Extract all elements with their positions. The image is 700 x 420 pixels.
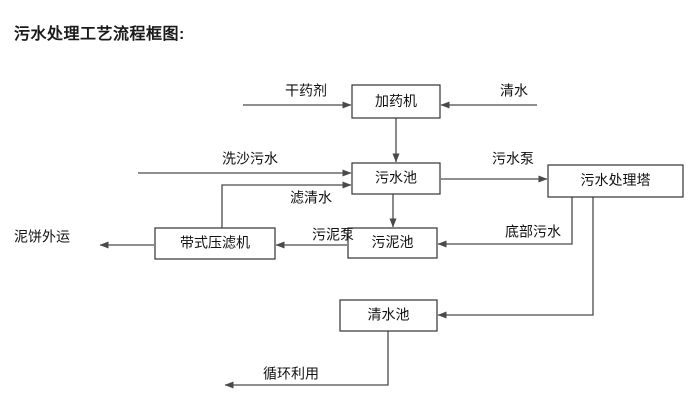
label-sewage-pump: 污水泵 (492, 151, 534, 167)
label-bottom-sewage: 底部污水 (505, 224, 561, 240)
node-belt-filter-press[interactable]: 带式压滤机 (154, 227, 276, 260)
node-sewage-pool[interactable]: 污水池 (351, 162, 441, 195)
node-sludge-pool-label: 污泥池 (372, 234, 414, 250)
node-sludge-pool[interactable]: 污泥池 (347, 227, 438, 259)
node-sewage-pool-label: 污水池 (375, 170, 417, 186)
label-filtrate-clear-water: 滤清水 (290, 190, 332, 206)
label-mud-cake-transport-out: 泥饼外运 (14, 229, 70, 245)
edge-tower-to-sludge-pool (437, 197, 573, 248)
label-wash-sand-sewage: 洗沙污水 (222, 151, 278, 167)
node-clear-water-pool[interactable]: 清水池 (339, 299, 438, 332)
page-title: 污水处理工艺流程框图: (14, 26, 185, 43)
node-clear-water-pool-label: 清水池 (368, 307, 410, 323)
node-dosing-machine-label: 加药机 (375, 93, 417, 109)
edge-tower-to-clear-pool (437, 197, 594, 319)
node-belt-filter-press-label: 带式压滤机 (180, 235, 250, 251)
edge-filter-to-sewage-pool (221, 181, 352, 228)
node-sewage-treatment-tower-label: 污水处理塔 (581, 172, 651, 188)
label-recycle-use: 循环利用 (263, 366, 319, 382)
node-dosing-machine[interactable]: 加药机 (351, 84, 441, 119)
label-clean-water: 清水 (500, 83, 528, 99)
node-sewage-treatment-tower[interactable]: 污水处理塔 (547, 164, 684, 198)
label-sludge-pump: 污泥泵 (312, 227, 354, 243)
label-dry-agent: 干药剂 (285, 83, 327, 99)
edge-clear-pool-to-recycle (224, 331, 389, 389)
